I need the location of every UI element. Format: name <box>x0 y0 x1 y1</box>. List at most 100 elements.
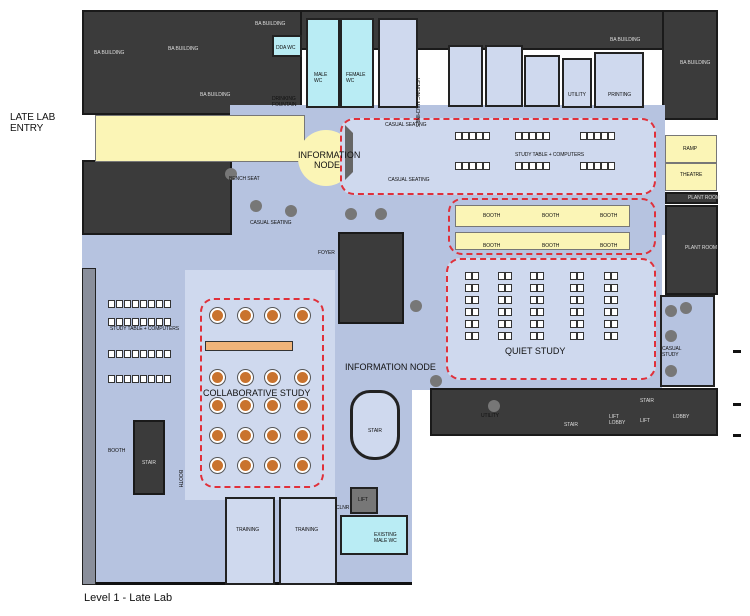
quiet-desk <box>604 272 611 280</box>
label-ba-building: BA BUILDING <box>610 37 641 43</box>
study-desk <box>164 375 171 383</box>
label-stair: STAIR <box>640 398 654 404</box>
study-desk <box>601 162 608 170</box>
quiet-study-zone <box>446 258 656 380</box>
label-bench-seat: BENCH SEAT <box>229 176 260 182</box>
study-desk <box>543 132 550 140</box>
training-room-1 <box>225 497 275 585</box>
quiet-desk <box>537 296 544 304</box>
study-desk <box>140 318 147 326</box>
ramp <box>665 135 717 163</box>
label-collaborative-study: COLLABORATIVE STUDY <box>203 388 311 398</box>
label-information-node: INFORMATION NODE <box>298 150 361 170</box>
edge-tick <box>733 403 741 406</box>
quiet-desk <box>604 320 611 328</box>
study-zone-north <box>340 118 656 195</box>
west-stair <box>133 420 165 495</box>
label-theatre: THEATRE <box>680 172 703 178</box>
male-wc <box>306 18 340 108</box>
study-desk <box>455 132 462 140</box>
quiet-desk <box>570 296 577 304</box>
quiet-desk <box>472 284 479 292</box>
label-existing-male-wc: EXISTING MALE WC <box>374 532 397 544</box>
quiet-desk <box>505 272 512 280</box>
label-quiet-study: QUIET STUDY <box>505 346 566 356</box>
study-desk <box>108 300 115 308</box>
study-desk <box>116 318 123 326</box>
label-training: TRAINING <box>236 527 260 533</box>
label-female-wc: FEMALE WC <box>346 72 366 84</box>
label-casual-study: CASUAL STUDY <box>662 346 682 358</box>
casual-table <box>225 168 237 180</box>
label-drinking-fountain: DRINKING FOUNTAIN <box>272 96 297 108</box>
round-table <box>265 370 280 385</box>
quiet-desk <box>530 296 537 304</box>
quiet-desk <box>505 284 512 292</box>
study-desk <box>536 162 543 170</box>
casual-table <box>285 205 297 217</box>
label-lift: LIFT <box>640 418 650 424</box>
quiet-desk <box>604 296 611 304</box>
label-lobby: LOBBY <box>673 414 690 420</box>
label-printing: PRINTING <box>608 92 632 98</box>
quiet-desk <box>570 332 577 340</box>
casual-table <box>345 208 357 220</box>
booth-row-upper <box>455 205 630 227</box>
central-counter <box>345 125 435 180</box>
study-desk <box>140 375 147 383</box>
southwest-dark-block <box>82 160 232 235</box>
study-desk <box>476 132 483 140</box>
label-study-table-computers: STUDY TABLE + COMPUTERS <box>110 326 179 332</box>
casual-table <box>250 200 262 212</box>
casual-table <box>665 330 677 342</box>
quiet-desk <box>611 308 618 316</box>
label-booth: BOOTH <box>483 213 501 219</box>
label-training: TRAINING <box>295 527 319 533</box>
quiet-desk <box>530 332 537 340</box>
study-desk <box>124 300 131 308</box>
study-desk <box>587 162 594 170</box>
plan-title: Level 1 - Late Lab <box>84 592 173 604</box>
printing-room <box>594 52 644 108</box>
study-desk <box>543 162 550 170</box>
female-wc <box>340 18 374 108</box>
study-desk <box>515 162 522 170</box>
round-table <box>238 398 253 413</box>
quiet-desk <box>498 284 505 292</box>
label-ba-building: BA BUILDING <box>200 92 231 98</box>
quiet-desk <box>604 332 611 340</box>
casual-table <box>410 300 422 312</box>
label-information-node-2: INFORMATION NODE <box>345 362 436 372</box>
quiet-desk <box>505 320 512 328</box>
round-table <box>238 370 253 385</box>
quiet-desk <box>577 272 584 280</box>
study-desk <box>148 350 155 358</box>
label-booth: BOOTH <box>108 448 126 454</box>
quiet-desk <box>604 284 611 292</box>
plant-room <box>665 192 718 204</box>
label-stair: STAIR <box>142 460 156 466</box>
theatre <box>665 163 717 191</box>
study-desk <box>522 162 529 170</box>
quiet-desk <box>472 296 479 304</box>
study-desk <box>132 375 139 383</box>
study-desk <box>132 318 139 326</box>
label-casual-seating: CASUAL SEATING <box>388 177 430 183</box>
quiet-desk <box>530 284 537 292</box>
quiet-desk <box>577 332 584 340</box>
study-desk <box>164 350 171 358</box>
quiet-desk <box>530 308 537 316</box>
quiet-desk <box>537 284 544 292</box>
meeting-room <box>448 45 483 107</box>
late-lab-corridor <box>95 115 305 162</box>
quiet-desk <box>465 308 472 316</box>
label-plant-room: PLANT ROOM <box>688 195 720 201</box>
label-ba-building: BA BUILDING <box>255 21 286 27</box>
ba-building-block <box>82 10 302 115</box>
label-dda-wc: DDA WC <box>276 45 296 51</box>
utility-room <box>562 58 592 108</box>
quiet-desk <box>498 320 505 328</box>
quiet-desk <box>537 308 544 316</box>
study-desk <box>608 132 615 140</box>
quiet-desk <box>611 320 618 328</box>
